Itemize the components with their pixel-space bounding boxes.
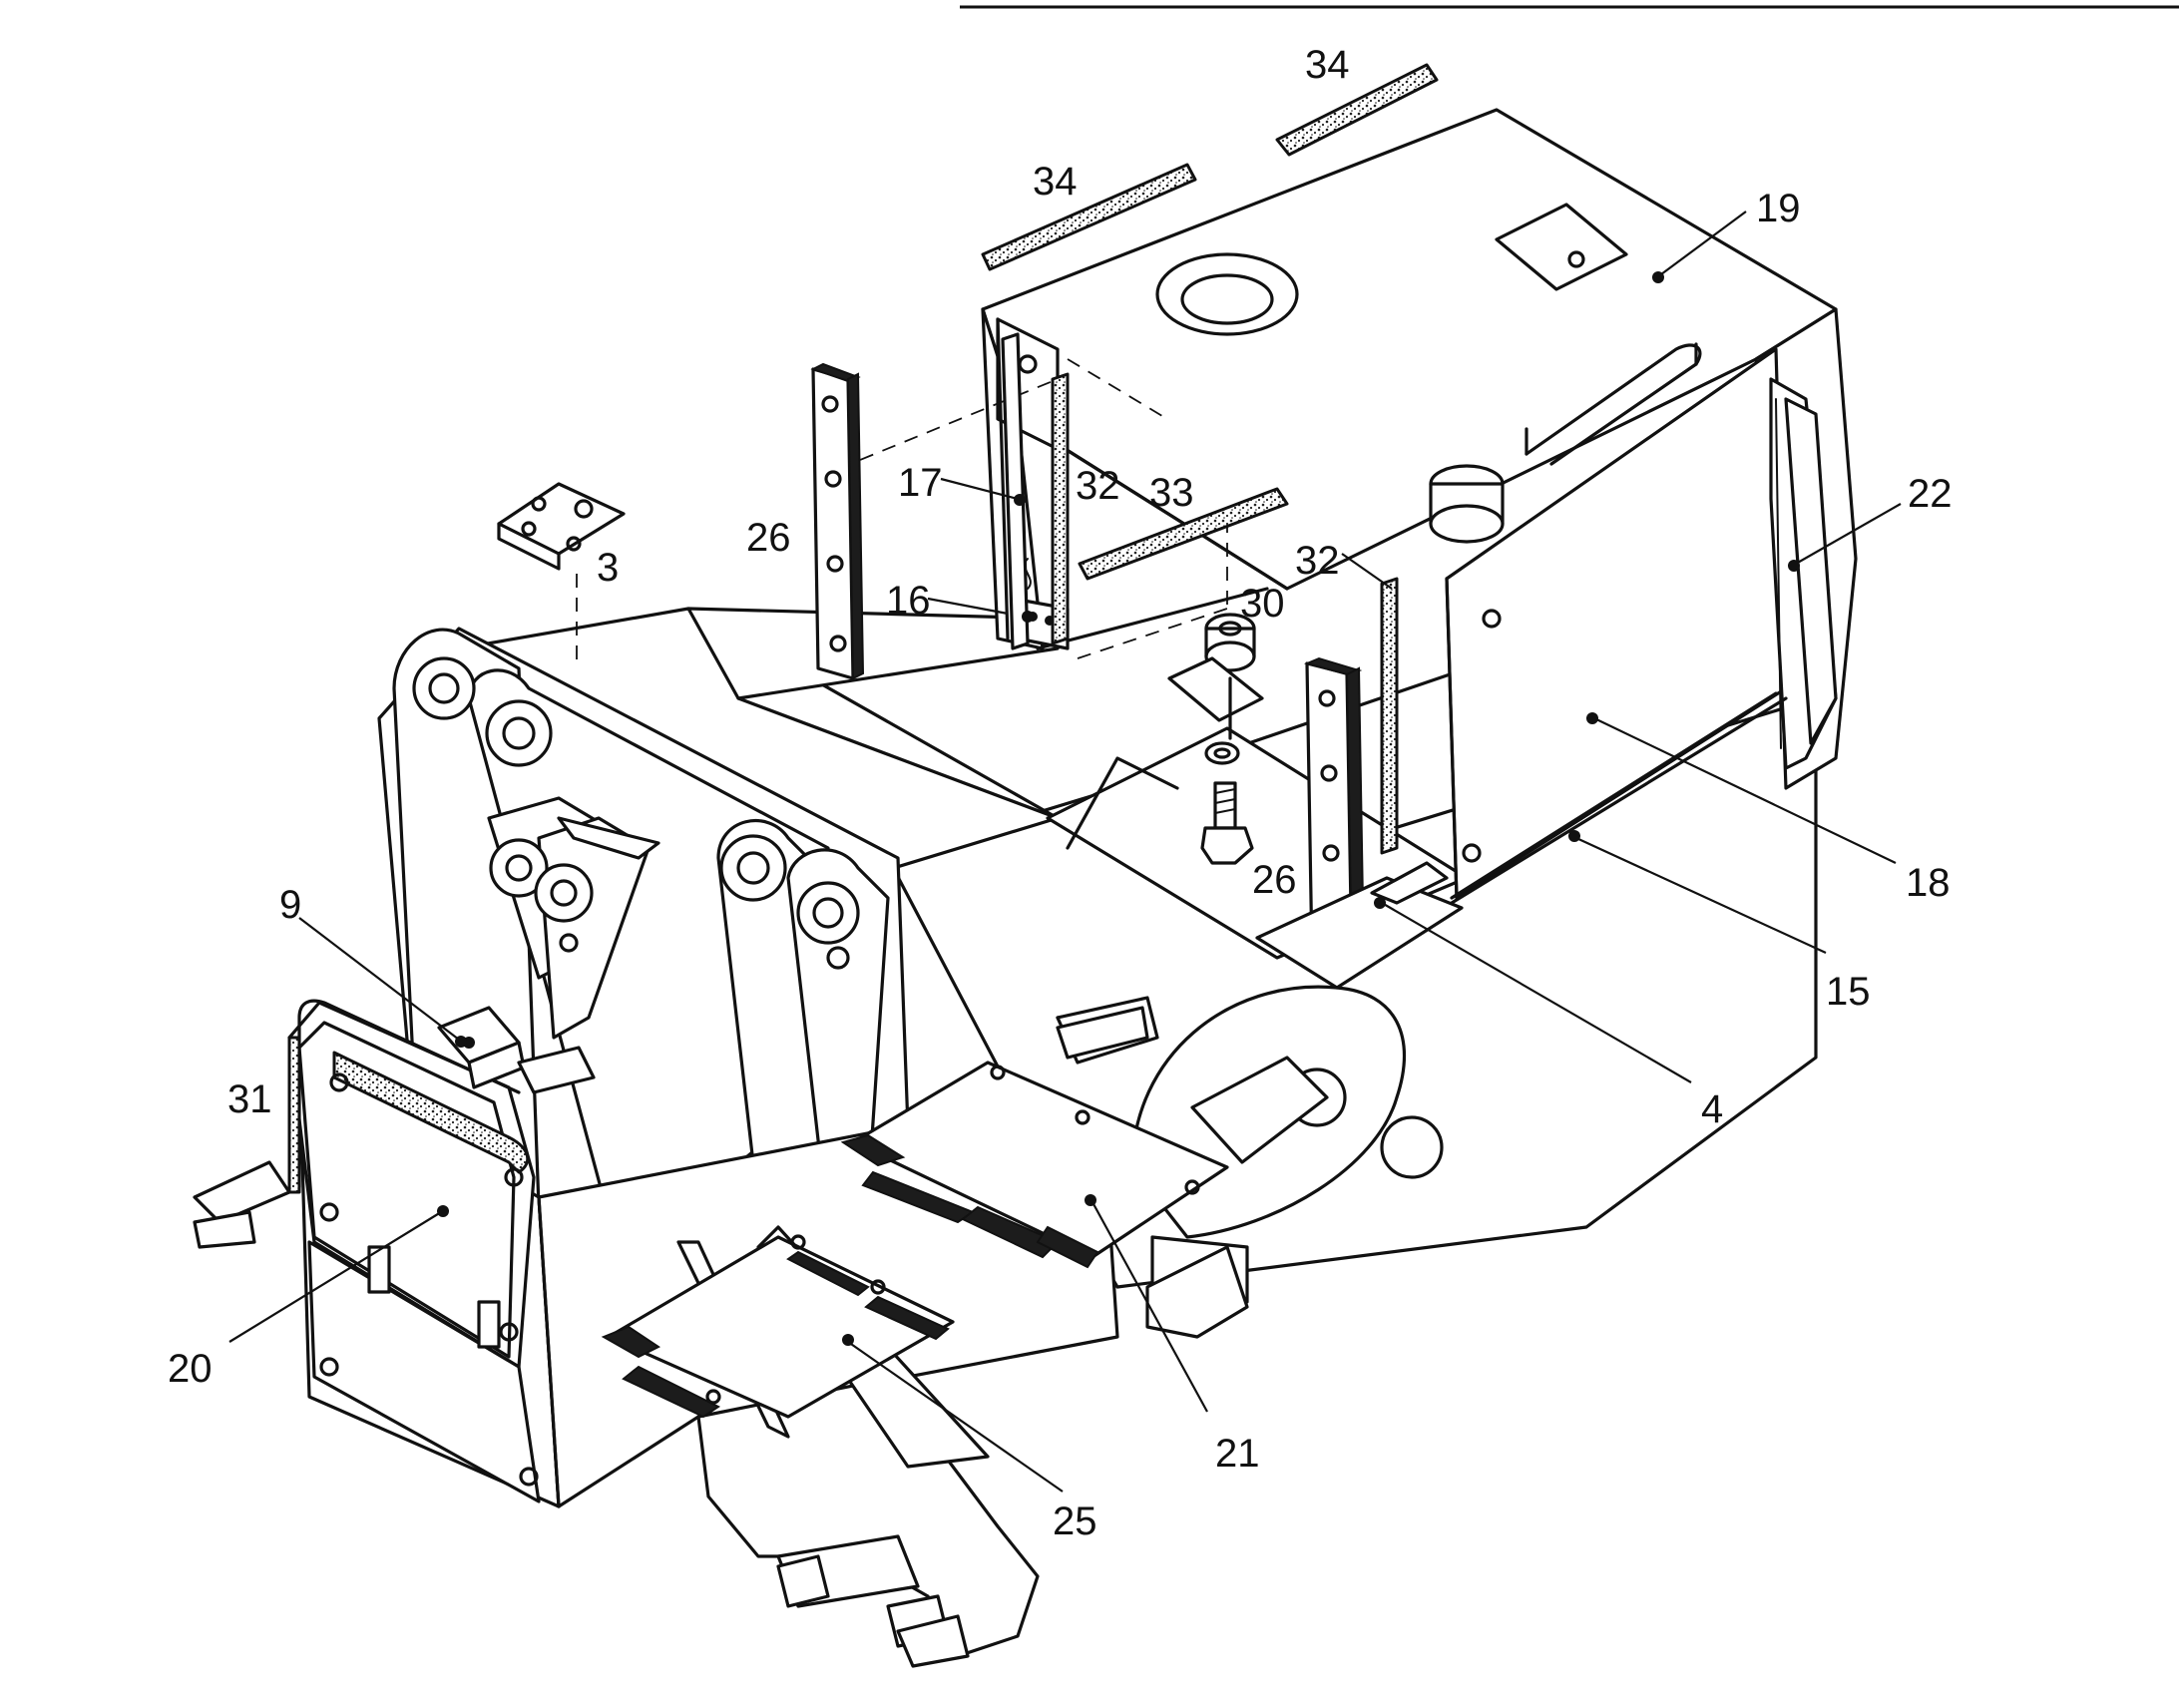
- callout-33: 33: [1149, 471, 1194, 515]
- callout-15: 15: [1826, 970, 1871, 1014]
- callout-17: 17: [898, 461, 943, 505]
- callout-16: 16: [886, 579, 931, 623]
- callout-19: 19: [1756, 187, 1801, 230]
- callout-26-left: 26: [746, 516, 791, 560]
- strip-32-right: [1380, 577, 1399, 855]
- callout-32-left: 32: [1076, 464, 1120, 508]
- callout-labels: 34 34 19 22 17 32 33 26 3 32 30 16 26 18…: [168, 43, 1953, 1543]
- front-access-panel: [193, 999, 596, 1503]
- leader-lines: [228, 211, 1902, 1493]
- callout-25: 25: [1053, 1499, 1097, 1543]
- callout-31: 31: [227, 1077, 272, 1121]
- callout-22: 22: [1908, 472, 1953, 516]
- strip-33: [1078, 487, 1289, 581]
- callout-20: 20: [168, 1347, 213, 1391]
- callout-18: 18: [1906, 861, 1951, 905]
- bar-26-left: [810, 362, 865, 680]
- callout-32-right: 32: [1295, 539, 1340, 583]
- callout-3: 3: [597, 546, 619, 590]
- strip-34-lower: [981, 163, 1197, 271]
- strip-34-upper: [1275, 63, 1439, 157]
- callout-34-lower: 34: [1033, 160, 1078, 204]
- callout-30: 30: [1240, 582, 1285, 626]
- callout-26-right: 26: [1252, 858, 1297, 902]
- strip-32-left: [1051, 372, 1070, 645]
- callout-34-upper: 34: [1305, 43, 1350, 87]
- callout-4: 4: [1701, 1087, 1723, 1131]
- floor-panels: [601, 1006, 1229, 1419]
- loose-parts: [497, 63, 1464, 990]
- callout-9: 9: [279, 883, 301, 927]
- callout-21: 21: [1215, 1432, 1260, 1476]
